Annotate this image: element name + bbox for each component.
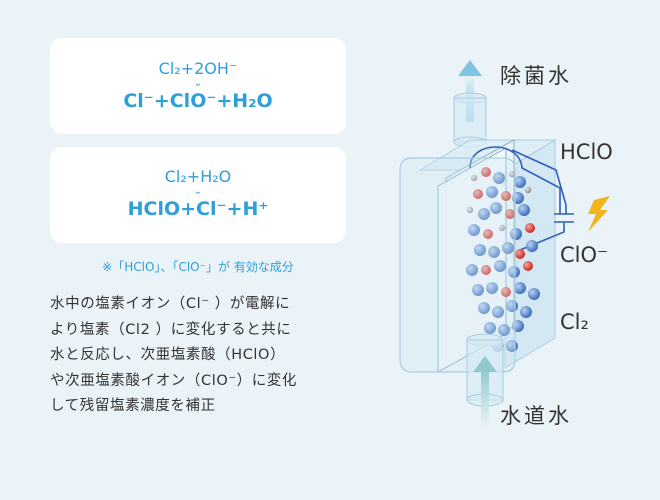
oxygen-atom — [473, 189, 483, 199]
chlorine-atom — [486, 186, 498, 198]
description-line: や次亜塩素酸イオン（ClO⁻）に変化 — [50, 372, 298, 389]
chlorine-atom — [486, 282, 498, 294]
oxygen-atom — [505, 209, 515, 219]
oxygen-atom — [525, 223, 535, 233]
chlorine-atom — [514, 282, 526, 294]
equation-2-products: HClO+Cl⁻+H⁺ — [127, 198, 269, 220]
chlorine-atom — [493, 172, 505, 184]
description-line: 水中の塩素イオン（Cl⁻ ）が電解に — [50, 296, 291, 312]
equation-1-reactants: Cl₂+2OH⁻ — [158, 59, 238, 78]
inlet-label: 水道水 — [500, 404, 572, 428]
hydrogen-atom — [524, 186, 532, 194]
oxygen-atom — [501, 287, 511, 297]
chlorine-atom — [520, 306, 532, 318]
equation-2-reactants: Cl₂+H₂O — [164, 167, 232, 186]
clo-label: ClO⁻ — [560, 243, 609, 267]
description-line: より塩素（Cl2 ）に変化すると共に — [50, 321, 292, 338]
oxygen-atom — [481, 167, 491, 177]
chlorine-atom — [478, 208, 490, 220]
description-line: して残留塩素濃度を補正 — [50, 398, 216, 414]
chlorine-atom — [498, 324, 510, 336]
oxygen-atom — [515, 249, 525, 259]
chevron-down-icon: ⌄ — [193, 78, 203, 89]
inlet-arrow — [473, 356, 497, 428]
chlorine-atom — [494, 260, 506, 272]
chlorine-atom — [468, 224, 480, 236]
chlorine-atom — [488, 246, 500, 258]
chlorine-atom — [484, 322, 496, 334]
oxygen-atom — [523, 261, 533, 271]
chlorine-atom — [490, 202, 502, 214]
effective-components-note: ※「HClO」、「ClO⁻」が 有効な成分 — [102, 260, 294, 274]
chlorine-atom — [478, 302, 490, 314]
chlorine-atom — [474, 244, 486, 256]
chlorine-atom — [510, 228, 522, 240]
oxygen-atom — [501, 191, 511, 201]
outlet-pipe — [453, 92, 487, 148]
hydrogen-atom — [498, 224, 506, 232]
chlorine-atom — [518, 204, 530, 216]
chlorine-atom — [508, 266, 520, 278]
chevron-down-icon: ⌄ — [193, 186, 203, 197]
chlorine-atom — [466, 264, 478, 276]
lightning-icon — [588, 196, 610, 232]
cell-front-wall — [399, 157, 516, 373]
cl2-label: Cl₂ — [560, 310, 589, 334]
description-line: 水と反応し、次亜塩素酸（HClO） — [50, 347, 286, 363]
outlet-label: 除菌水 — [500, 64, 572, 88]
chlorine-atom — [472, 284, 484, 296]
hydrogen-atom — [466, 206, 474, 214]
chlorine-atom — [514, 176, 526, 188]
chlorine-atom — [526, 240, 538, 252]
equation-1-products: Cl⁻+ClO⁻+H₂O — [123, 90, 273, 112]
hclo-label: HClO — [560, 140, 613, 164]
oxygen-atom — [483, 229, 493, 239]
equation-card-2: Cl₂+H₂O ⌄ HClO+Cl⁻+H⁺ — [50, 147, 346, 243]
oxygen-atom — [481, 265, 491, 275]
process-description: 水中の塩素イオン（Cl⁻ ）が電解に より塩素（Cl2 ）に変化すると共に 水と… — [50, 292, 360, 420]
chlorine-atom — [502, 242, 514, 254]
hydrogen-atom — [470, 174, 478, 182]
hydrogen-atom — [508, 170, 516, 178]
chlorine-atom — [528, 288, 540, 300]
equation-card-1: Cl₂+2OH⁻ ⌄ Cl⁻+ClO⁻+H₂O — [50, 38, 346, 134]
chlorine-atom — [492, 306, 504, 318]
